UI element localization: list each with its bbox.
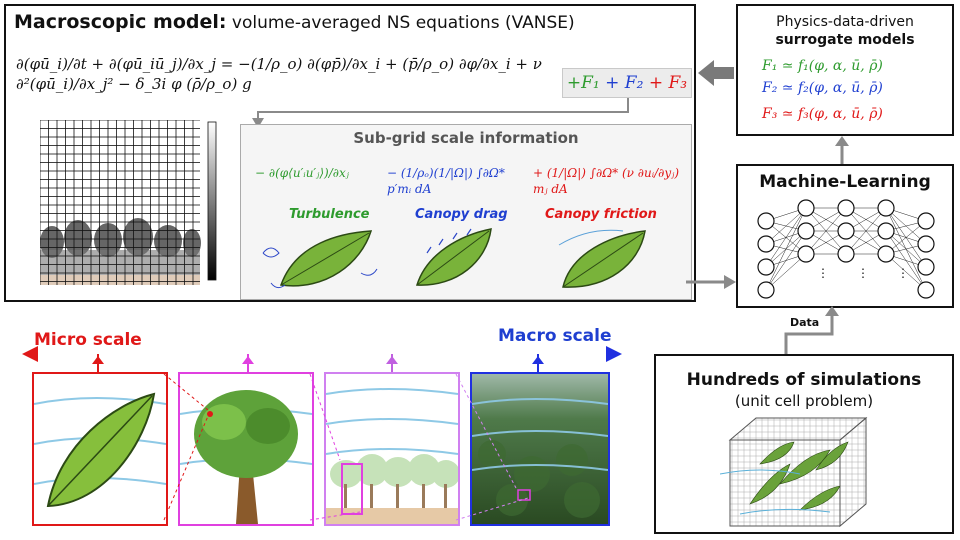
nn-node bbox=[917, 281, 935, 299]
sims-subtitle: (unit cell problem) bbox=[734, 392, 874, 410]
nn-node bbox=[837, 199, 855, 217]
nn-node bbox=[917, 235, 935, 253]
nn-edge bbox=[765, 230, 807, 291]
forcing-to-subgrid-arrow bbox=[252, 98, 629, 128]
surrogate-f2: F₂ ≃ f₂(φ, α, ū, ρ̄) bbox=[762, 80, 883, 96]
nn-edge bbox=[885, 220, 927, 255]
nn-node bbox=[757, 235, 775, 253]
nn-edge bbox=[765, 253, 807, 291]
subgrid-title: Sub-grid scale information bbox=[353, 129, 579, 147]
data-arrow bbox=[784, 306, 839, 354]
drag-leaf-icon bbox=[415, 228, 492, 286]
macroscopic-model-panel: Macroscopic model: volume-averaged NS eq… bbox=[4, 4, 696, 302]
forcing-terms: +F₁ + F₂ + F₃ bbox=[562, 68, 692, 98]
nn-edge bbox=[765, 207, 807, 291]
tree-scale-panel bbox=[178, 372, 314, 526]
nn-node bbox=[877, 222, 895, 240]
canopy-friction-term: + (1/|Ω|) ∫∂Ω* (ν ∂uᵢ/∂yⱼ) mⱼ dA bbox=[533, 166, 679, 196]
surrogate-models-panel: Physics-data-driven surrogate models F₁ … bbox=[736, 4, 954, 136]
ml-to-surrogate-arrow bbox=[835, 136, 849, 164]
surrogate-title-2: surrogate models bbox=[775, 32, 915, 48]
scale-arrow bbox=[22, 346, 622, 372]
surrogate-f3: F₃ ≃ f₃(φ, α, ū, ρ̄) bbox=[762, 106, 883, 122]
forcing-f3: + F₃ bbox=[643, 73, 688, 93]
nn-dots-1: ⋮ bbox=[817, 266, 829, 280]
nn-node bbox=[877, 245, 895, 263]
subgrid-panel: Sub-grid scale information − ∂(φ⟨u′ᵢu′ⱼ⟩… bbox=[240, 124, 692, 300]
nn-edge bbox=[805, 207, 847, 255]
friction-leaf-icon bbox=[558, 229, 646, 288]
nn-node bbox=[917, 258, 935, 276]
machine-learning-panel: Machine-Learning ⋮ ⋮ ⋮ bbox=[736, 164, 954, 308]
unit-cell-cube-icon bbox=[720, 416, 868, 528]
canopy-drag-term: − (1/ρₒ)(1/|Ω|) ∫∂Ω* p′mᵢ dA bbox=[387, 166, 505, 196]
nn-edge bbox=[765, 207, 807, 268]
canopy-friction-label: Canopy friction bbox=[545, 207, 657, 222]
nn-node bbox=[837, 222, 855, 240]
nn-edge bbox=[885, 253, 927, 291]
forcing-f2: + F₂ bbox=[599, 73, 644, 93]
nn-dots-3: ⋮ bbox=[897, 266, 909, 280]
subgrid-to-ml-arrow bbox=[686, 275, 736, 289]
forcing-f1: +F₁ bbox=[566, 73, 600, 93]
nn-node bbox=[797, 199, 815, 217]
leaf-icon bbox=[33, 392, 167, 508]
simulations-panel: Hundreds of simulations (unit cell probl… bbox=[654, 354, 954, 534]
surrogate-f1: F₁ ≃ f₁(φ, α, ū, ρ̄) bbox=[762, 58, 883, 74]
forest-aerial-image bbox=[471, 374, 609, 524]
forest-grid-image bbox=[40, 120, 217, 285]
macro-scale-label: Macro scale bbox=[498, 326, 612, 346]
surrogate-to-macro-arrow bbox=[698, 60, 734, 86]
nn-edge bbox=[765, 207, 807, 245]
turbulence-label: Turbulence bbox=[289, 207, 370, 222]
turbulence-term: − ∂(φ⟨u′ᵢu′ⱼ⟩)/∂xⱼ bbox=[255, 166, 349, 180]
leaf-scale-panel bbox=[32, 372, 168, 526]
turbulence-leaf-icon bbox=[262, 230, 378, 289]
nn-edge bbox=[845, 207, 887, 255]
canopy-drag-label: Canopy drag bbox=[415, 207, 508, 222]
micro-scale-label: Micro scale bbox=[34, 330, 142, 350]
nn-node bbox=[757, 281, 775, 299]
vanse-equation: ∂(φū_i)/∂t + ∂(φū_iū_j)/∂x_j = −(1/ρ_o) … bbox=[16, 55, 542, 93]
forest-scale-panel bbox=[470, 372, 610, 526]
nn-dots-2: ⋮ bbox=[857, 266, 869, 280]
ml-title: Machine-Learning bbox=[759, 172, 931, 192]
macro-title: Macroscopic model: volume-averaged NS eq… bbox=[14, 11, 575, 33]
data-label: Data bbox=[790, 316, 820, 329]
nn-node bbox=[757, 212, 775, 230]
nn-node bbox=[837, 245, 855, 263]
leaf-illustrations bbox=[262, 228, 646, 289]
tree-icon bbox=[179, 390, 313, 524]
nn-node bbox=[917, 212, 935, 230]
nn-node bbox=[797, 245, 815, 263]
sims-title: Hundreds of simulations bbox=[686, 370, 922, 390]
nn-node bbox=[877, 199, 895, 217]
nn-node bbox=[757, 258, 775, 276]
neural-network-icon bbox=[757, 199, 935, 299]
surrogate-title-1: Physics-data-driven bbox=[776, 14, 914, 30]
nn-node bbox=[797, 222, 815, 240]
